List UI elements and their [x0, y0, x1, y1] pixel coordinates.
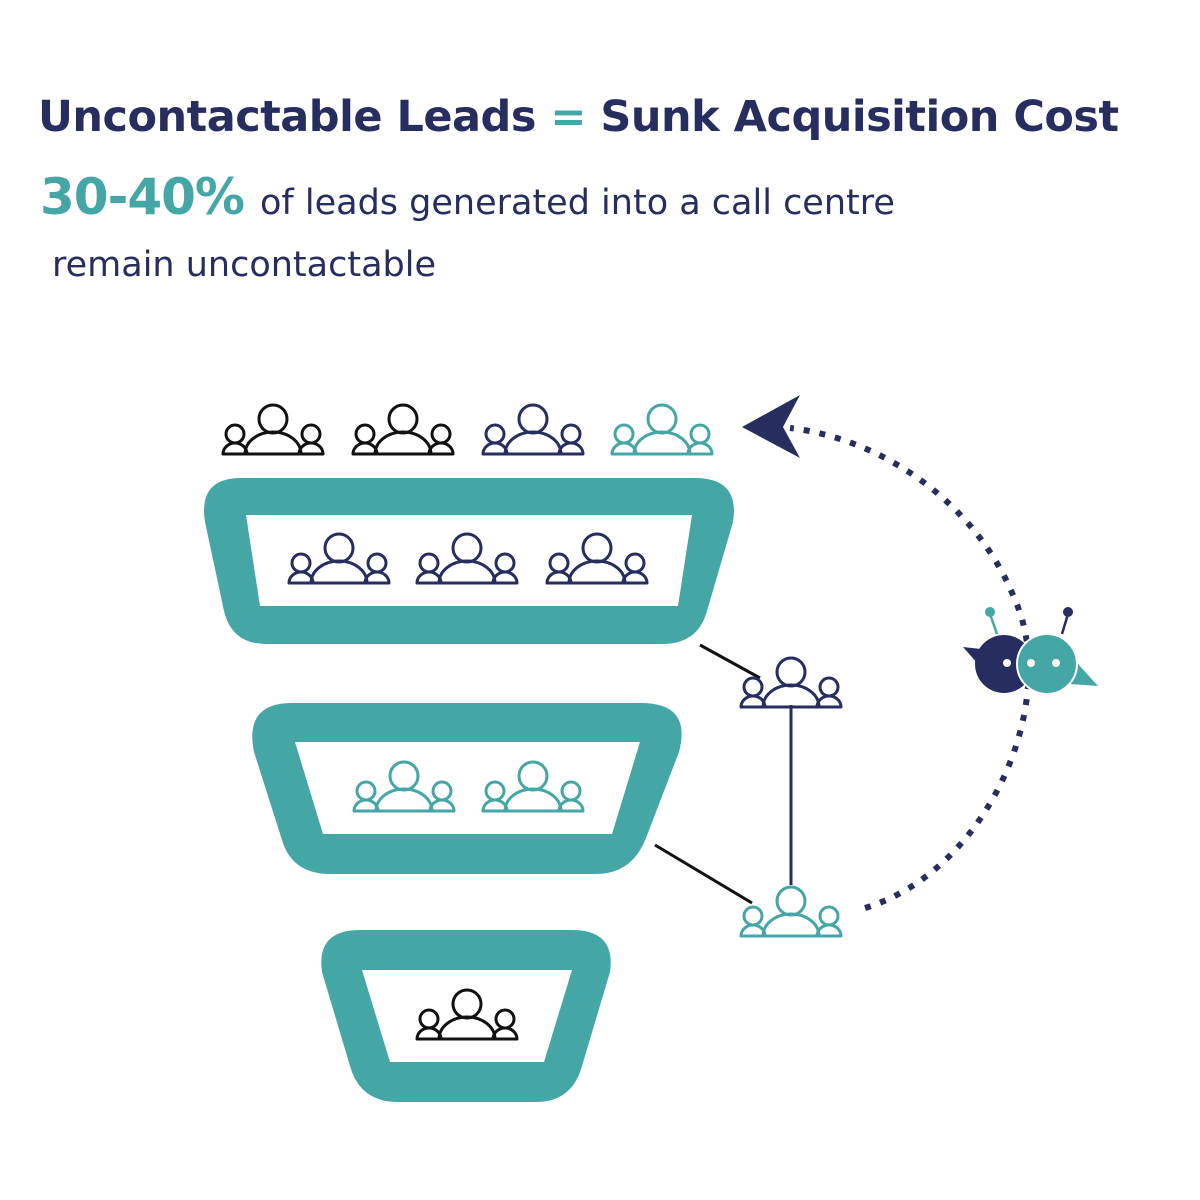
- incoming-groups: [221, 403, 714, 456]
- connector-line-top: [699, 643, 761, 680]
- stat-percentage: 30-40%: [40, 168, 245, 226]
- funnel-tier-1: [204, 478, 734, 644]
- connector-lines: [654, 643, 793, 905]
- title-part-1: Uncontactable Leads: [38, 92, 536, 142]
- connector-line-bottom: [654, 843, 753, 905]
- people-group-icon: [481, 403, 585, 456]
- people-group-icon: [351, 403, 455, 456]
- chatbot-icon: [963, 607, 1098, 695]
- title-equals-sign: =: [550, 92, 586, 142]
- dotted-return-arc: [789, 425, 1032, 911]
- title-part-2: Sunk Acquisition Cost: [600, 92, 1119, 142]
- stat-line: 30-40% of leads generated into a call cen…: [40, 168, 895, 226]
- people-group-icon: [739, 885, 843, 938]
- people-group-icon: [221, 403, 325, 456]
- page-title: Uncontactable Leads = Sunk Acquisition C…: [38, 92, 1119, 142]
- people-group-icon: [610, 403, 714, 456]
- stat-description-line-1: of leads generated into a call centre: [260, 183, 895, 223]
- arrow-head-icon: [742, 395, 800, 458]
- people-group-icon: [739, 656, 843, 709]
- stat-description-line-2: remain uncontactable: [52, 245, 436, 285]
- funnel-tier-2: [252, 703, 682, 874]
- funnel-tier-3: [321, 930, 611, 1102]
